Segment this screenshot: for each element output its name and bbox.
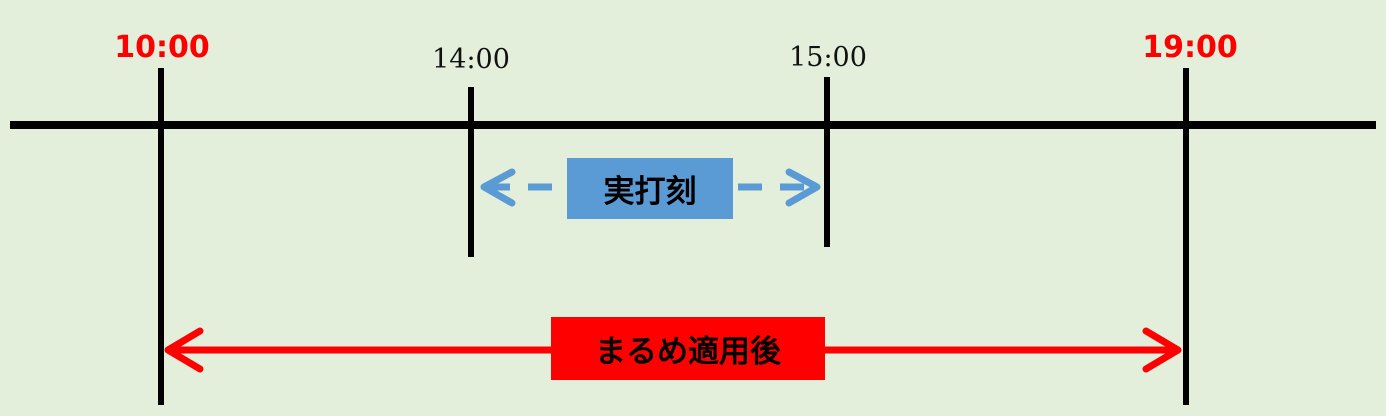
rounded-span-right-arrowhead bbox=[1142, 327, 1182, 373]
rounded-span-left-arrowhead bbox=[164, 327, 204, 373]
actual-span-left-arrowhead bbox=[480, 168, 516, 207]
time-label-1500: 15:00 bbox=[789, 42, 867, 73]
actual-span-right-arrowhead bbox=[785, 168, 821, 207]
time-label-1000: 10:00 bbox=[114, 30, 210, 65]
rounded-result-label: まるめ適用後 bbox=[551, 317, 825, 380]
actual-span-arrow bbox=[480, 168, 821, 207]
time-label-1900: 19:00 bbox=[1142, 30, 1238, 65]
actual-punch-label: 実打刻 bbox=[567, 158, 733, 219]
time-label-1400: 14:00 bbox=[432, 44, 510, 75]
